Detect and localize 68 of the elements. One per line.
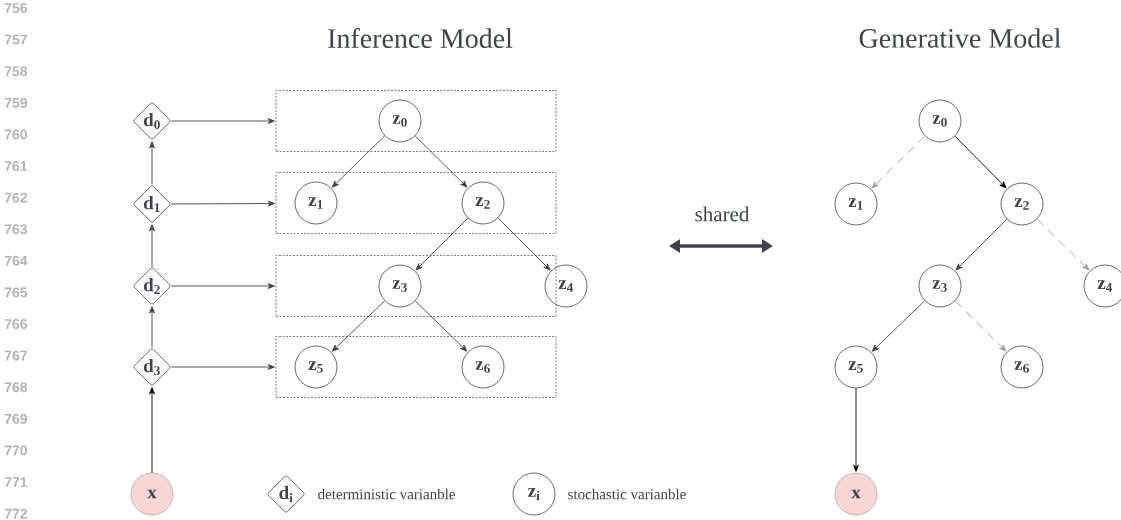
line-number: 770 [4, 445, 27, 456]
arrow [149, 224, 155, 268]
line-number: 758 [4, 66, 28, 77]
diamond-node: d$_{1}$ [133, 185, 171, 223]
circle-node: z$_{3}$ [378, 264, 422, 308]
arrow [170, 283, 275, 289]
line-number: 759 [4, 97, 28, 108]
diamond-node: d$_{0}$ [133, 102, 171, 140]
arrow [170, 200, 275, 207]
arrow [331, 135, 386, 188]
node-caption: stochastic varianble [568, 488, 686, 500]
diamond-node: d$_{i}$ [267, 475, 305, 513]
circle-node: z$_{i}$ [512, 472, 556, 516]
heading: Inference Model [328, 28, 513, 48]
arrow [954, 300, 1007, 352]
circle-node: z$_{0}$ [378, 99, 422, 143]
line-number: 763 [4, 224, 28, 235]
arrow [415, 217, 469, 271]
dashed-band [275, 90, 557, 152]
line-number: 757 [4, 34, 27, 45]
arrow [149, 141, 155, 186]
circle-node: z$_{4}$ [544, 264, 588, 308]
circle-node: z$_{6}$ [1000, 345, 1044, 389]
heading: Generative Model [859, 28, 1061, 48]
circle-node: x [130, 472, 174, 516]
line-number: 766 [4, 319, 28, 329]
circle-node: z$_{3}$ [918, 264, 962, 308]
arrow [414, 135, 468, 188]
circle-node: z$_{6}$ [461, 345, 505, 389]
arrow [853, 387, 859, 472]
circle-node: z$_{1}$ [294, 181, 338, 225]
dashed-band [275, 336, 557, 398]
line-number: 771 [4, 477, 28, 487]
line-number: 765 [4, 287, 28, 298]
line-number: 762 [4, 192, 27, 203]
arrow [149, 387, 155, 474]
dashed-band [275, 255, 557, 317]
diamond-node: d$_{2}$ [133, 267, 171, 305]
circle-node: z$_{1}$ [834, 182, 878, 226]
dashed-band [275, 172, 557, 234]
line-number: 761 [4, 161, 28, 171]
arrow [955, 218, 1008, 271]
circle-node: x [834, 472, 878, 516]
circle-node: z$_{5}$ [294, 345, 338, 389]
circle-node: z$_{2}$ [1000, 182, 1044, 226]
circle-node: z$_{0}$ [918, 99, 962, 143]
line-number: 756 [4, 3, 28, 13]
line-number: 772 [4, 508, 27, 519]
circle-node: z$_{2}$ [461, 181, 505, 225]
diamond-node: d$_{3}$ [133, 348, 171, 386]
arrow [497, 217, 551, 271]
line-number: 764 [4, 255, 28, 266]
arrow [331, 300, 386, 352]
arrow-caption: shared [695, 206, 750, 222]
arrow [871, 300, 926, 352]
node-caption: deterministic varianble [318, 488, 455, 500]
arrow [170, 118, 275, 124]
line-number: 768 [4, 382, 28, 393]
arrow [414, 300, 468, 352]
line-number: 760 [4, 129, 27, 140]
arrow [954, 135, 1007, 189]
circle-node: z$_{5}$ [834, 345, 878, 389]
arrow [149, 306, 155, 349]
line-number: 769 [4, 413, 28, 424]
arrow [871, 135, 926, 189]
line-number: 767 [4, 350, 27, 361]
arrow [170, 364, 275, 370]
arrow [1036, 218, 1090, 271]
